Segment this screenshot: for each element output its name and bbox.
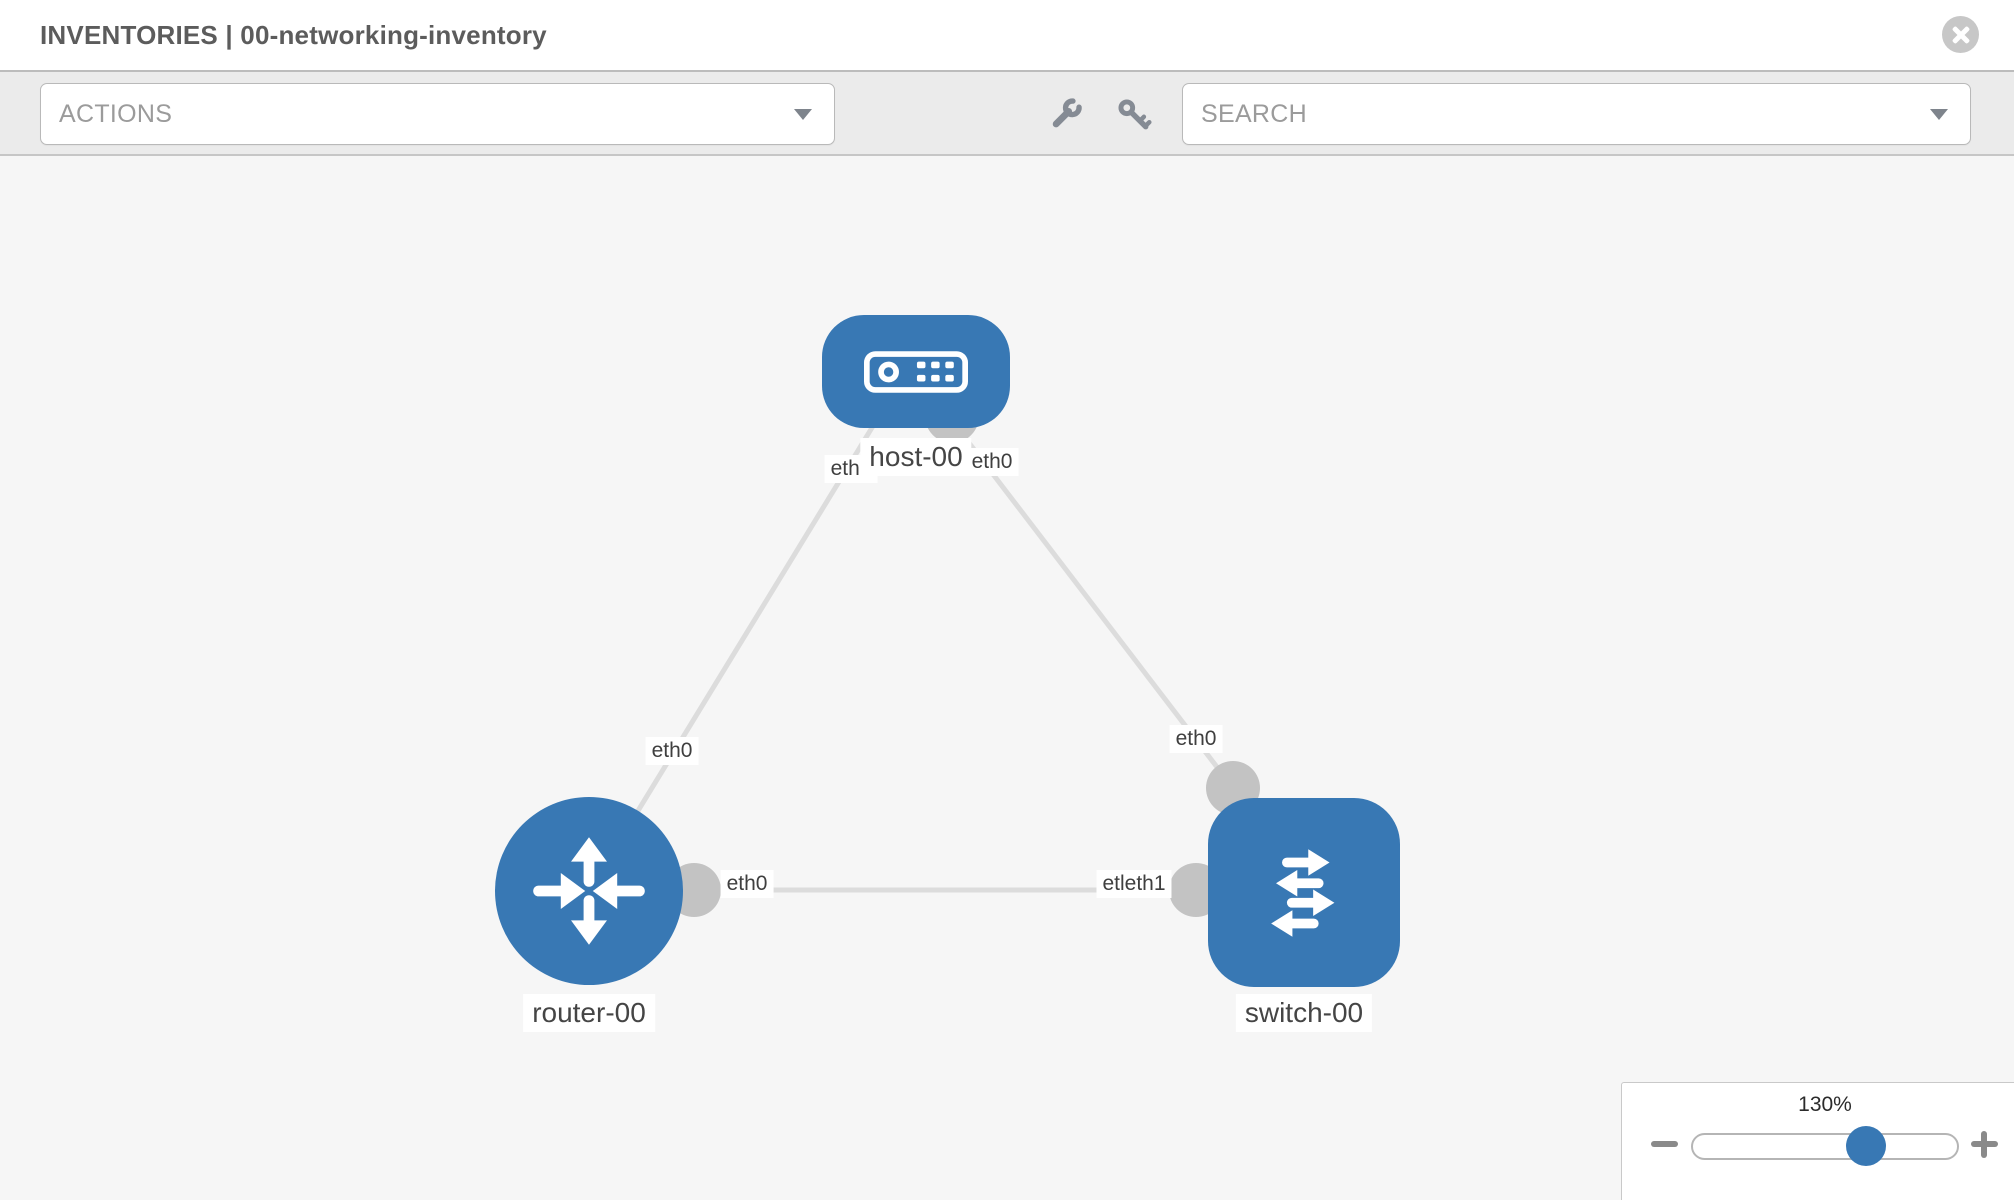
plus-bar xyxy=(1981,1131,1987,1158)
zoom-slider-track[interactable] xyxy=(1691,1133,1959,1160)
page-title: INVENTORIES | 00-networking-inventory xyxy=(40,20,547,50)
node-host-00[interactable] xyxy=(822,315,1010,428)
topology-canvas[interactable]: eth0 eth0 eth0 eth0 eth0 etleth1 host-00… xyxy=(0,156,2014,1200)
chevron-down-icon xyxy=(1930,109,1948,120)
zoom-slider-thumb[interactable] xyxy=(1846,1126,1886,1166)
chevron-down-icon xyxy=(794,109,812,120)
close-icon[interactable] xyxy=(1942,16,1979,53)
wrench-icon[interactable] xyxy=(1048,97,1084,133)
toolbar: ACTIONS SEARCH xyxy=(0,70,2014,156)
router-icon xyxy=(533,837,645,945)
search-dropdown[interactable]: SEARCH xyxy=(1182,83,1971,145)
zoom-level: 130% xyxy=(1798,1093,1852,1116)
header-bar: INVENTORIES | 00-networking-inventory xyxy=(0,0,2014,70)
search-dropdown-label: SEARCH xyxy=(1201,100,1307,128)
port-label: eth0 xyxy=(1169,725,1223,753)
node-label-host: host-00 xyxy=(860,438,972,476)
zoom-out-minus-icon[interactable] xyxy=(1651,1141,1678,1147)
switch-icon xyxy=(1271,848,1335,937)
port-label: eth0 xyxy=(965,448,1019,476)
actions-dropdown[interactable]: ACTIONS xyxy=(40,83,835,145)
node-label-router: router-00 xyxy=(523,994,655,1032)
port-label: etleth1 xyxy=(1096,870,1172,898)
actions-dropdown-label: ACTIONS xyxy=(59,100,173,128)
port-label: eth0 xyxy=(645,737,699,765)
node-router-00[interactable] xyxy=(495,797,683,985)
zoom-in-plus-icon[interactable] xyxy=(1971,1131,1998,1158)
port-label: eth0 xyxy=(720,870,774,898)
zoom-panel: 130% xyxy=(1621,1082,2014,1200)
node-switch-00[interactable] xyxy=(1208,798,1400,987)
topology-links-layer xyxy=(586,389,1304,917)
server-icon xyxy=(864,350,968,393)
node-label-switch: switch-00 xyxy=(1235,994,1373,1032)
key-icon[interactable] xyxy=(1116,97,1152,133)
